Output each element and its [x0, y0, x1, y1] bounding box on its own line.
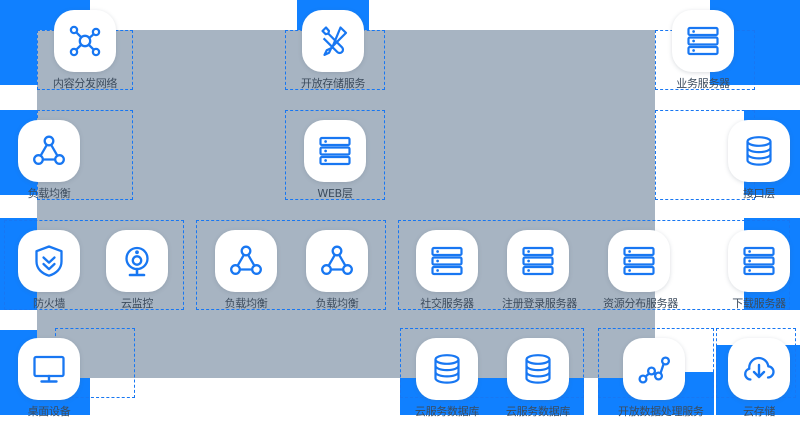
node-label: 接口层 — [742, 187, 776, 200]
database-icon — [507, 338, 569, 400]
server-rack-icon — [416, 230, 478, 292]
node-label: WEB层 — [317, 187, 353, 200]
node-label: 云存储 — [742, 405, 776, 418]
data-nodes-icon — [623, 338, 685, 400]
server-rack-icon — [728, 230, 790, 292]
node-cloud-db-service[interactable]: 云服务数据库 — [411, 338, 483, 418]
node-label: 防火墙 — [32, 297, 66, 310]
node-cdn[interactable]: 内容分发网络 — [49, 10, 121, 90]
lb-pair-group — [196, 220, 386, 310]
server-rack-icon — [608, 230, 670, 292]
node-label: 开放存储服务 — [300, 77, 366, 90]
node-desktop-device[interactable]: 桌面设备 — [13, 338, 85, 418]
central-gray-panel — [37, 30, 655, 378]
node-label: 负载均衡 — [27, 187, 71, 200]
node-label: 内容分发网络 — [52, 77, 118, 90]
node-firewall[interactable]: 防火墙 — [13, 230, 85, 310]
cloud-db-group — [400, 328, 584, 398]
node-label: 负载均衡 — [315, 297, 359, 310]
tools-wrench-icon — [302, 10, 364, 72]
node-db-service[interactable]: 云服务数据库 — [502, 338, 574, 418]
database-icon — [416, 338, 478, 400]
node-label: 桌面设备 — [27, 405, 71, 418]
node-auth-server[interactable]: 注册登录服务器 — [502, 230, 577, 310]
node-cloud-storage[interactable]: 云存储 — [723, 338, 795, 418]
security-group — [4, 220, 184, 310]
node-business-server[interactable]: 业务服务器 — [667, 10, 739, 90]
node-open-storage[interactable]: 开放存储服务 — [297, 10, 369, 90]
web-layer-group — [285, 110, 385, 200]
shield-icon — [18, 230, 80, 292]
node-label: 云服务数据库 — [414, 405, 480, 418]
load-balancer-icon — [18, 120, 80, 182]
server-rack-icon — [507, 230, 569, 292]
node-social-server[interactable]: 社交服务器 — [411, 230, 483, 310]
node-label: 云服务数据库 — [505, 405, 571, 418]
node-cloud-monitor[interactable]: 云监控 — [101, 230, 173, 310]
node-label: 注册登录服务器 — [502, 297, 577, 310]
node-download-server[interactable]: 下载服务器 — [723, 230, 795, 310]
node-load-balancer-a[interactable]: 负载均衡 — [210, 230, 282, 310]
node-load-balancer-top[interactable]: 负载均衡 — [13, 120, 85, 200]
node-label: 开放数据处理服务 — [618, 405, 704, 418]
node-label: 负载均衡 — [224, 297, 268, 310]
node-web-layer[interactable]: WEB层 — [299, 120, 371, 200]
monitor-icon — [18, 338, 80, 400]
node-label: 业务服务器 — [676, 77, 730, 90]
node-label: 下载服务器 — [732, 297, 786, 310]
server-rack-icon — [304, 120, 366, 182]
node-resource-server[interactable]: 资源分布服务器 — [603, 230, 678, 310]
load-balancer-icon — [215, 230, 277, 292]
node-label: 资源分布服务器 — [603, 297, 678, 310]
cloud-download-icon — [728, 338, 790, 400]
camera-monitor-icon — [106, 230, 168, 292]
load-balancer-icon — [306, 230, 368, 292]
network-hub-icon — [54, 10, 116, 72]
node-label: 社交服务器 — [420, 297, 474, 310]
node-interface-layer[interactable]: 接口层 — [723, 120, 795, 200]
node-load-balancer-b[interactable]: 负载均衡 — [301, 230, 373, 310]
node-odps[interactable]: 开放数据处理服务 — [618, 338, 704, 418]
database-icon — [728, 120, 790, 182]
node-label: 云监控 — [120, 297, 154, 310]
server-rack-icon — [672, 10, 734, 72]
